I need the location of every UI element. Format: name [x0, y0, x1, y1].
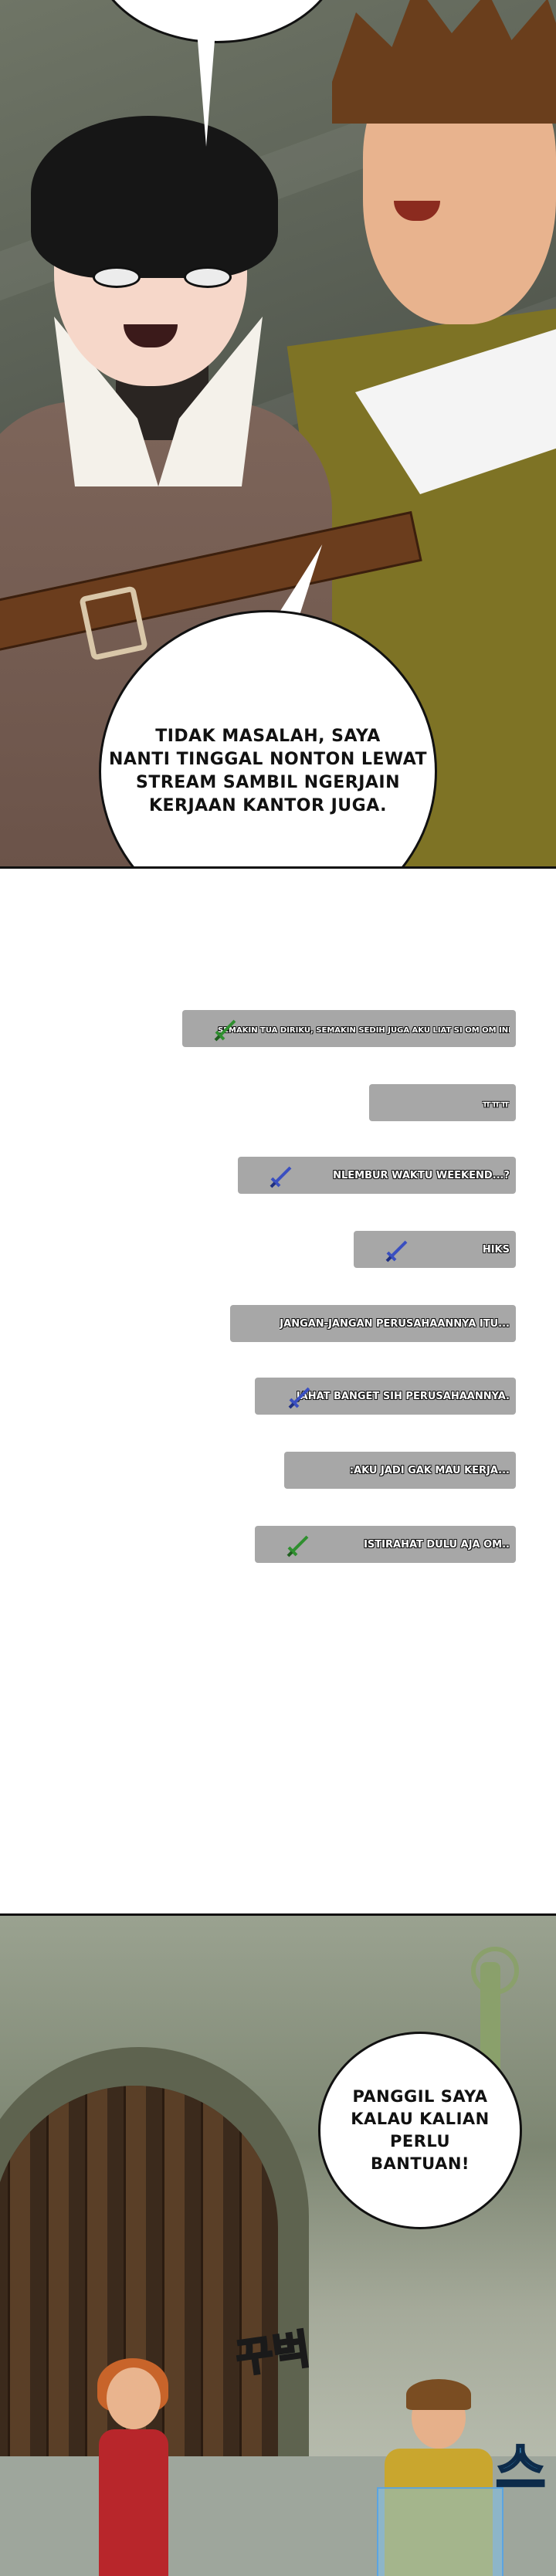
girl-head [107, 2368, 161, 2429]
sound-effect-bow: 꾸벅 [232, 2325, 314, 2384]
left-character-hair [31, 116, 278, 278]
green-sword-icon [214, 1019, 236, 1042]
comment-text: :AKU JADI GAK MAU KERJA... [349, 1464, 510, 1476]
teleport-effect [377, 2487, 503, 2576]
comment-item: JAHAT BANGET SIH PERUSAHAANNYA. [255, 1378, 516, 1415]
right-character-hair [332, 0, 556, 124]
speech-bubble-top [91, 0, 343, 43]
left-character-eye [93, 266, 141, 288]
blue-sword-icon [288, 1387, 310, 1409]
left-character-eye [184, 266, 232, 288]
blue-sword-icon [270, 1166, 292, 1188]
comment-item: SEMAKIN TUA DIRIKU, SEMAKIN SEDIH JUGA A… [182, 1010, 516, 1047]
comment-item: ISTIRAHAT DULU AJA OM.. [255, 1526, 516, 1563]
wall-torch-head [471, 1947, 519, 1995]
speech-bubble-tail [197, 31, 215, 147]
comment-item: :AKU JADI GAK MAU KERJA... [284, 1452, 516, 1489]
gate-plank [201, 2086, 223, 2487]
speech-bubble-lower: PANGGIL SAYA KALAU KALIAN PERLU BANTUAN! [318, 2032, 522, 2229]
comment-text: NLEMBUR WAKTU WEEKEND...? [333, 1169, 510, 1181]
comment-text: JAHAT BANGET SIH PERUSAHAANNYA. [296, 1390, 510, 1402]
man-body [385, 2449, 493, 2576]
comic-panel-2: PANGGIL SAYA KALAU KALIAN PERLU BANTUAN!… [0, 1913, 556, 2576]
sound-effect-swoosh: 스 [494, 2436, 546, 2502]
comment-item: ㅠㅠㅠ [369, 1084, 516, 1121]
comment-item: NLEMBUR WAKTU WEEKEND...? [238, 1157, 516, 1194]
comment-text: JANGAN-JANGAN PERUSAHAANNYA ITU... [280, 1317, 510, 1330]
gate-plank [8, 2086, 30, 2487]
gate-plank [162, 2086, 185, 2487]
comment-text: SEMAKIN TUA DIRIKU, SEMAKIN SEDIH JUGA A… [218, 1025, 510, 1035]
comment-item: JANGAN-JANGAN PERUSAHAANNYA ITU... [230, 1305, 516, 1342]
teleporting-man [377, 2379, 503, 2576]
comment-text: ㅠㅠㅠ [482, 1098, 510, 1110]
man-hair [406, 2379, 471, 2410]
gate-plank [85, 2086, 107, 2487]
speech-bubble-text: PANGGIL SAYA KALAU KALIAN PERLU BANTUAN! [351, 2087, 490, 2173]
blue-sword-icon [385, 1240, 408, 1263]
speech-bubble-main: TIDAK MASALAH, SAYA NANTI TINGGAL NONTON… [99, 610, 437, 866]
girl-body [99, 2429, 168, 2576]
gate-plank [46, 2086, 69, 2487]
comment-text: ISTIRAHAT DULU AJA OM.. [364, 1538, 510, 1551]
wooden-gate [0, 2086, 278, 2487]
red-haired-girl [91, 2358, 176, 2576]
comic-panel-1: TIDAK MASALAH, SAYA NANTI TINGGAL NONTON… [0, 0, 556, 869]
gate-plank [239, 2086, 262, 2487]
comment-text: HIKS [482, 1243, 510, 1256]
speech-bubble-text: TIDAK MASALAH, SAYA NANTI TINGGAL NONTON… [108, 727, 428, 815]
green-sword-icon [286, 1535, 309, 1557]
comment-item: HIKS [354, 1231, 516, 1268]
